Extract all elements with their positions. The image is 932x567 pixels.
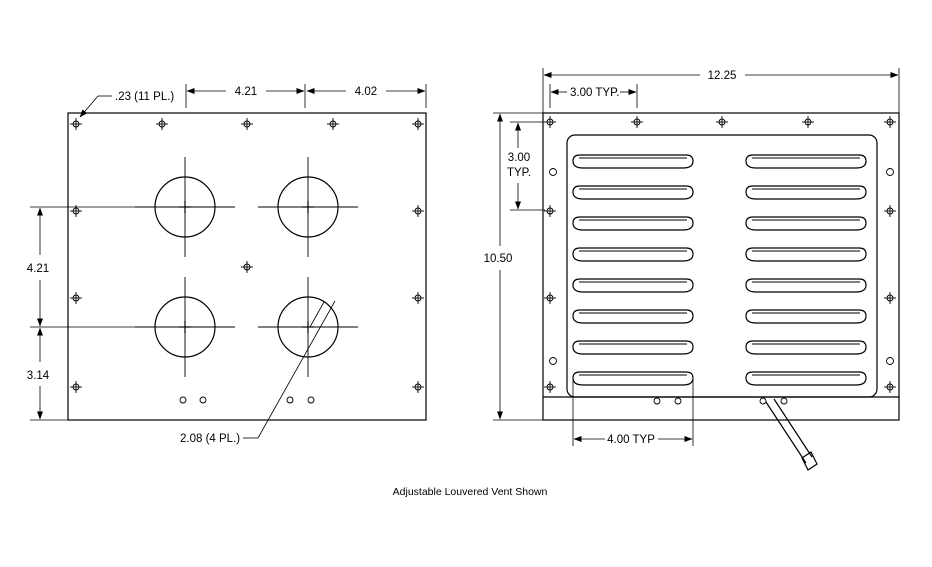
louver-slot [572,185,694,200]
dim-hole-spacing-horizontal: 3.00 TYP. [549,84,638,108]
mounting-hole-icon [884,381,896,393]
plain-hole [549,168,557,176]
mounting-hole-icon [412,381,424,393]
dim-louver-width: 4.00 TYP [572,378,694,446]
mounting-hole-icon [631,116,643,128]
mounting-hole-icon [156,118,168,130]
right-panel-outline [542,112,900,421]
mounting-hole-icon [412,292,424,304]
dim-hole-spacing-vertical-label-2: TYP. [507,167,531,179]
dim-bore-diameter: 2.08 (4 PL.) [180,300,336,445]
mounting-hole-icon [544,292,556,304]
plain-hole [886,168,894,176]
dim-width-b-label: 4.02 [355,86,377,98]
left-view: .23 (11 PL.) 4.21 4.02 4.21 [27,84,427,445]
louver-slot [572,247,694,262]
bore-hole [258,157,358,257]
mounting-hole-icon [241,261,253,273]
dim-width-a-label: 4.21 [235,86,257,98]
dim-overall-width: 12.25 [542,68,900,113]
mounting-hole-icon [884,116,896,128]
bore-hole [258,277,358,377]
mounting-hole-icon [70,118,82,130]
louvers [572,154,867,386]
louver-slot [572,154,694,169]
dim-height-low-label: 3.14 [27,370,50,382]
louver-slot [572,309,694,324]
louver-slot [745,309,867,324]
plain-hole [780,397,788,405]
mounting-hole-icon [544,381,556,393]
dim-height-low: 3.14 [27,327,68,421]
drawing-caption: Adjustable Louvered Vent Shown [393,486,548,498]
plain-hole [759,397,767,405]
louver-slot [745,340,867,355]
louver-slot [572,278,694,293]
louver-slot [572,216,694,231]
dim-height-mid: 4.21 [27,206,155,328]
mounting-hole-icon [544,116,556,128]
dim-hole-diameter: .23 (11 PL.) [79,91,174,118]
mounting-hole-icon [716,116,728,128]
small-hole [307,396,315,404]
mounting-hole-icon [70,381,82,393]
dim-hole-spacing-horizontal-label: 3.00 TYP. [570,87,619,99]
dim-louver-width-label: 4.00 TYP [607,434,655,446]
dim-overall-width-label: 12.25 [708,70,737,82]
dim-height-mid-label: 4.21 [27,263,49,275]
dim-overall-height-label: 10.50 [484,253,513,265]
dim-bore-diameter-label: 2.08 (4 PL.) [180,433,240,445]
louver-slot [745,216,867,231]
right-view: 12.25 3.00 TYP. 3.00 TYP. 10.50 [484,68,900,471]
dim-width-a: 4.21 [185,84,306,108]
plain-hole [674,397,682,405]
mounting-hole-icon [802,116,814,128]
dim-hole-spacing-vertical: 3.00 TYP. [507,121,545,211]
adjustment-lever [765,398,818,471]
dim-hole-spacing-vertical-label-1: 3.00 [508,152,530,164]
mounting-hole-icon [412,205,424,217]
mounting-hole-icon [544,205,556,217]
louver-slot [745,154,867,169]
left-small-holes [179,396,315,404]
small-hole [179,396,187,404]
dim-overall-height: 10.50 [484,112,543,421]
plain-hole [886,357,894,365]
louver-slot [572,340,694,355]
louver-slot [745,278,867,293]
right-plain-holes [549,168,894,405]
louver-slot [745,185,867,200]
right-mounting-holes [544,116,896,393]
mounting-hole-icon [884,292,896,304]
mounting-hole-icon [70,292,82,304]
mounting-hole-icon [884,205,896,217]
louver-slot [745,371,867,386]
louver-slot [572,371,694,386]
dim-hole-diameter-label: .23 (11 PL.) [115,91,174,103]
plain-hole [653,397,661,405]
mounting-hole-icon [327,118,339,130]
mounting-hole-icon [412,118,424,130]
small-hole [286,396,294,404]
left-mounting-holes [70,118,424,393]
plain-hole [549,357,557,365]
left-panel-outline [67,112,427,421]
louver-frame [566,134,878,398]
louver-slot [745,247,867,262]
mounting-hole-icon [241,118,253,130]
small-hole [199,396,207,404]
dim-width-b: 4.02 [306,84,427,108]
